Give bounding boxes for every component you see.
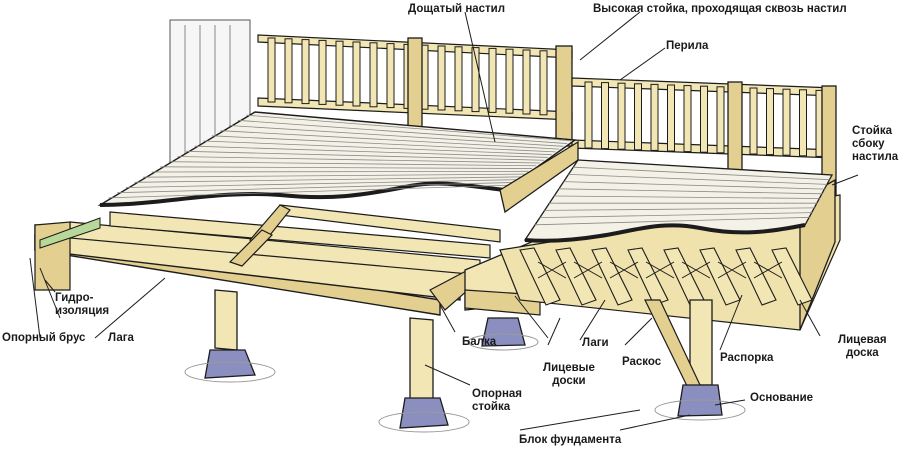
baluster	[471, 47, 480, 113]
deck-board-line	[194, 145, 548, 158]
deck-board-line	[553, 195, 821, 199]
label-rim-board: Лицевая доска	[838, 334, 887, 359]
deck-board-line	[534, 216, 811, 226]
back-railing	[257, 34, 573, 147]
deck-board-line	[544, 207, 816, 211]
label-decking: Дощатый настил	[408, 3, 506, 15]
cross-blocking	[753, 261, 783, 279]
deck-board-line	[143, 173, 525, 178]
baluster	[284, 38, 293, 104]
baluster	[799, 89, 807, 157]
deck-board-line	[229, 125, 564, 147]
baluster	[749, 87, 758, 155]
label-joists: Лаги	[582, 337, 609, 349]
baluster	[437, 45, 446, 111]
label-side-post: Стойка сбоку настила	[852, 125, 899, 163]
baluster	[667, 84, 675, 152]
deck-board-line	[168, 161, 537, 167]
deck-board-line	[151, 170, 529, 173]
deck-board-line	[539, 212, 813, 218]
left-deck-frame	[34, 204, 501, 316]
baluster	[386, 43, 395, 109]
baluster	[584, 81, 593, 149]
baluster	[634, 83, 642, 151]
label-base: Основание	[750, 392, 814, 404]
baluster	[522, 49, 531, 115]
tall-post	[407, 37, 423, 131]
label-brace: Раскос	[622, 356, 662, 368]
label-blocking: Распорка	[720, 352, 774, 364]
cross-blocking	[645, 261, 675, 279]
right-joists	[519, 247, 813, 306]
label-foundation: Блок фундамента	[519, 434, 622, 446]
label-tall-post: Высокая стойка, проходящая сквозь настил	[593, 3, 847, 15]
deck-board-line	[568, 174, 828, 185]
right-decking	[523, 159, 834, 243]
baluster	[617, 82, 626, 150]
baluster	[716, 86, 725, 154]
left-decking	[97, 111, 577, 207]
baluster	[454, 46, 463, 112]
baluster	[267, 37, 276, 103]
deck-board-line	[108, 184, 509, 199]
deck-board-line	[563, 181, 825, 190]
baluster	[539, 50, 548, 116]
deck-board-line	[177, 156, 541, 164]
label-waterproofing: Гидро- изоляция	[55, 292, 110, 317]
baluster	[488, 47, 497, 113]
baluster	[650, 83, 659, 151]
deck-board-line	[558, 188, 823, 195]
deck-board-line	[134, 176, 521, 183]
label-rim-boards: Лицевые доски	[543, 362, 595, 387]
baluster	[601, 82, 609, 150]
baluster	[505, 48, 514, 114]
deck-board-line	[125, 179, 517, 188]
label-support-post: Опорная стойка	[472, 388, 522, 413]
baluster	[782, 88, 791, 156]
baluster	[369, 42, 378, 108]
label-beam: Балка	[462, 336, 497, 348]
right-decking-board-lines	[534, 166, 830, 226]
baluster	[700, 85, 708, 153]
deck-board-line	[237, 119, 568, 144]
deck-board-line	[211, 135, 556, 153]
label-joist: Лага	[108, 332, 134, 344]
baluster	[301, 39, 310, 105]
label-leader-lines	[29, 11, 859, 431]
baluster	[318, 39, 327, 105]
support-posts	[214, 289, 713, 401]
decking-board-lines	[108, 114, 572, 199]
baluster	[766, 88, 774, 156]
foundation-blocks	[184, 317, 746, 433]
cross-blocking	[681, 261, 711, 279]
deck-board-line	[573, 166, 830, 181]
cross-blocking	[573, 261, 603, 279]
cross-blocking	[717, 261, 747, 279]
cross-blocking	[537, 261, 567, 279]
deck-board-line	[203, 140, 552, 156]
baluster	[683, 85, 692, 153]
baluster	[352, 41, 361, 107]
deck-board-line	[186, 150, 544, 161]
deck-board-line	[117, 182, 513, 194]
deck-board-line	[220, 130, 560, 150]
deck-board-line	[160, 166, 533, 169]
label-railing: Перила	[666, 40, 709, 52]
tall-post	[555, 45, 573, 147]
deck-board-line	[246, 114, 572, 142]
label-ledger: Опорный брус	[2, 332, 86, 344]
tall-post	[727, 81, 743, 183]
cross-blocking	[609, 261, 639, 279]
baluster	[335, 40, 344, 106]
